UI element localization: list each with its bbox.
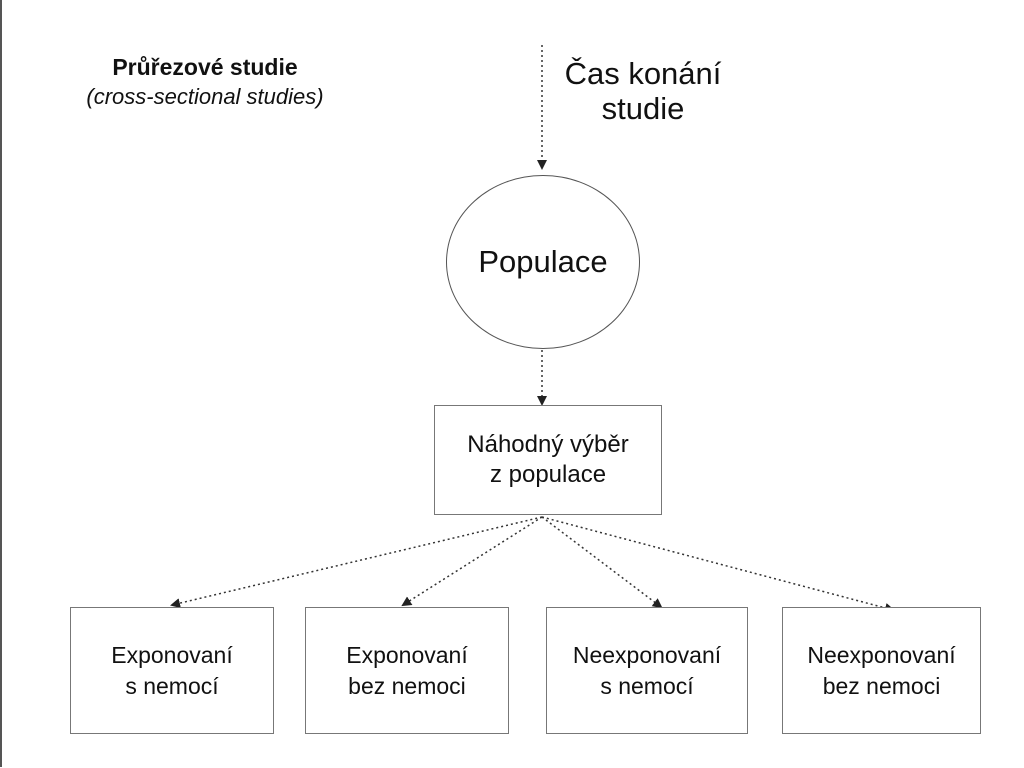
group-label: Exponovaní bez nemoci: [346, 641, 468, 699]
sample-node: Náhodný výběr z populace: [434, 405, 662, 515]
group-label: Neexponovaní bez nemoci: [807, 641, 956, 699]
population-node: Populace: [446, 175, 640, 349]
group-unexposed-diseased: Neexponovaní s nemocí: [546, 607, 748, 734]
group-label: Neexponovaní s nemocí: [572, 641, 722, 699]
diagram-title: Průřezové studie: [112, 54, 298, 80]
population-label: Populace: [478, 244, 608, 279]
group-exposed-healthy: Exponovaní bez nemoci: [305, 607, 509, 734]
title-block: Průřezové studie (cross-sectional studie…: [40, 52, 370, 112]
diagram-subtitle: (cross-sectional studies): [86, 84, 324, 109]
group-exposed-diseased: Exponovaní s nemocí: [70, 607, 274, 734]
time-label: Čas konání studie: [564, 56, 722, 126]
group-unexposed-healthy: Neexponovaní bez nemoci: [782, 607, 981, 734]
group-label: Exponovaní s nemocí: [111, 641, 233, 699]
sample-label: Náhodný výběr z populace: [467, 431, 629, 488]
